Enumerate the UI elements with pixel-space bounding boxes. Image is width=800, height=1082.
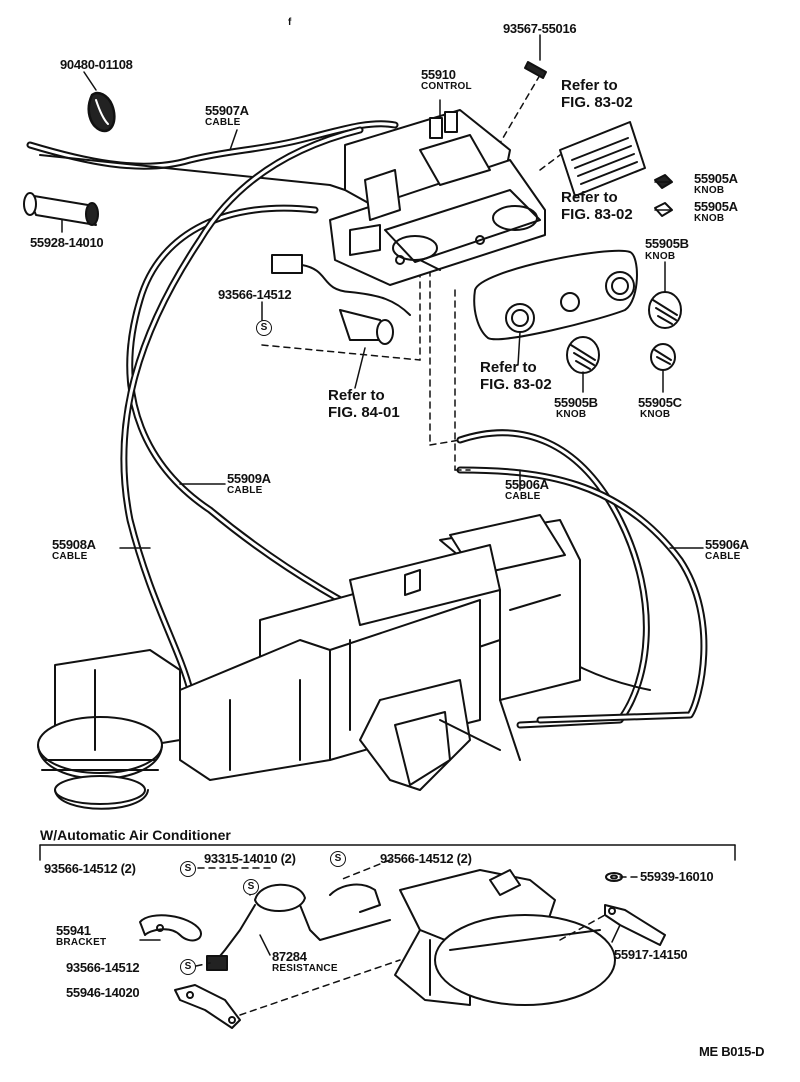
label-ac-screw-2b: 93315-14010 (2) [204, 851, 296, 866]
label-ac-screw-2a: 93566-14512 (2) [44, 861, 136, 876]
label-knob-b1: 55905B [645, 236, 689, 251]
footer-code: ME B015-D [699, 1044, 765, 1059]
s-symbol-ac-4: S [180, 959, 196, 975]
s-symbol-ac-1: S [180, 861, 196, 877]
label-cable-55906a-1: 55906A [505, 477, 549, 492]
ac-unit [394, 869, 616, 1006]
label-sleeve: 55928-14010 [30, 235, 104, 250]
refer-to-2: Refer to [561, 189, 618, 206]
callout-lines [61, 34, 704, 956]
fig-ref-2: FIG. 83-02 [561, 206, 633, 223]
label-screw-mid: 93566-14512 [218, 287, 292, 302]
fig-ref-3: FIG. 83-02 [480, 376, 552, 393]
sublabel-cable-55909a: CABLE [227, 485, 263, 496]
fig-ref-1: FIG. 83-02 [561, 94, 633, 111]
control-assembly [329, 109, 546, 286]
ac-section-title: W/Automatic Air Conditioner [40, 827, 231, 843]
resistance-part [206, 883, 391, 971]
label-ac-screw-single: 93566-14512 [66, 960, 140, 975]
label-knob-c: 55905C [638, 395, 682, 410]
label-ac-nut: 55939-16010 [640, 869, 714, 884]
s-symbol-mid: S [256, 320, 272, 336]
sleeve-part [23, 192, 99, 226]
top-mark: f [288, 17, 292, 28]
cable-55906a-upper [456, 429, 650, 729]
label-knob-a2: 55905A [694, 199, 738, 214]
refer-to-4: Refer to [328, 387, 385, 404]
cable-55907a [26, 120, 399, 191]
sublabel-cable-55907a: CABLE [205, 117, 241, 128]
front-panel [473, 249, 638, 341]
label-knob-b2: 55905B [554, 395, 598, 410]
plate-part-right [604, 904, 666, 946]
label-bracket: BRACKET [56, 937, 107, 948]
label-control: 55910 [421, 67, 456, 82]
label-plate-right: 55917-14150 [614, 947, 688, 962]
s-symbol-ac-3: S [330, 851, 346, 867]
sublabel-control: CONTROL [421, 81, 472, 92]
sublabel-knob-a1: KNOB [694, 185, 725, 196]
sublabel-knob-b1: KNOB [645, 251, 676, 262]
label-cable-55907a: 55907A [205, 103, 249, 118]
refer-to-3: Refer to [480, 359, 537, 376]
sublabel-cable-55908a: CABLE [52, 551, 88, 562]
cable-55909a [126, 204, 474, 664]
label-cable-55909a: 55909A [227, 471, 271, 486]
knob-b1 [648, 291, 682, 329]
sublabel-knob-c: KNOB [640, 409, 671, 420]
clip-part [87, 91, 116, 133]
cable-55908a [120, 126, 364, 694]
label-cable-55908a: 55908A [52, 537, 96, 552]
sublabel-knob-b2: KNOB [556, 409, 587, 420]
label-clip: 90480-01108 [60, 57, 133, 72]
bracket-part [139, 914, 202, 942]
screw-part-top [524, 61, 547, 79]
label-plate [559, 121, 646, 197]
sublabel-cable-55906a-2: CABLE [705, 551, 741, 562]
label-plate-left: 55946-14020 [66, 985, 140, 1000]
ac-section-frame [39, 844, 736, 861]
heater-unit [179, 514, 581, 791]
label-cable-55906a-2: 55906A [705, 537, 749, 552]
sublabel-cable-55906a-1: CABLE [505, 491, 541, 502]
label-bracket-pn: 55941 [56, 923, 91, 938]
blower-motor [37, 649, 181, 810]
wire-harness [271, 254, 411, 345]
s-symbol-ac-2: S [243, 879, 259, 895]
label-resistance: RESISTANCE [272, 963, 338, 974]
label-ac-screw-2c: 93566-14512 (2) [380, 851, 472, 866]
fig-ref-4: FIG. 84-01 [328, 404, 400, 421]
plate-part-left [174, 984, 241, 1029]
label-resistance-pn: 87284 [272, 949, 307, 964]
sublabel-knob-a2: KNOB [694, 213, 725, 224]
label-knob-a1: 55905A [694, 171, 738, 186]
knob-c [650, 343, 676, 371]
knob-b2 [566, 336, 600, 374]
label-screw-top: 93567-55016 [503, 21, 577, 36]
refer-to-1: Refer to [561, 77, 618, 94]
